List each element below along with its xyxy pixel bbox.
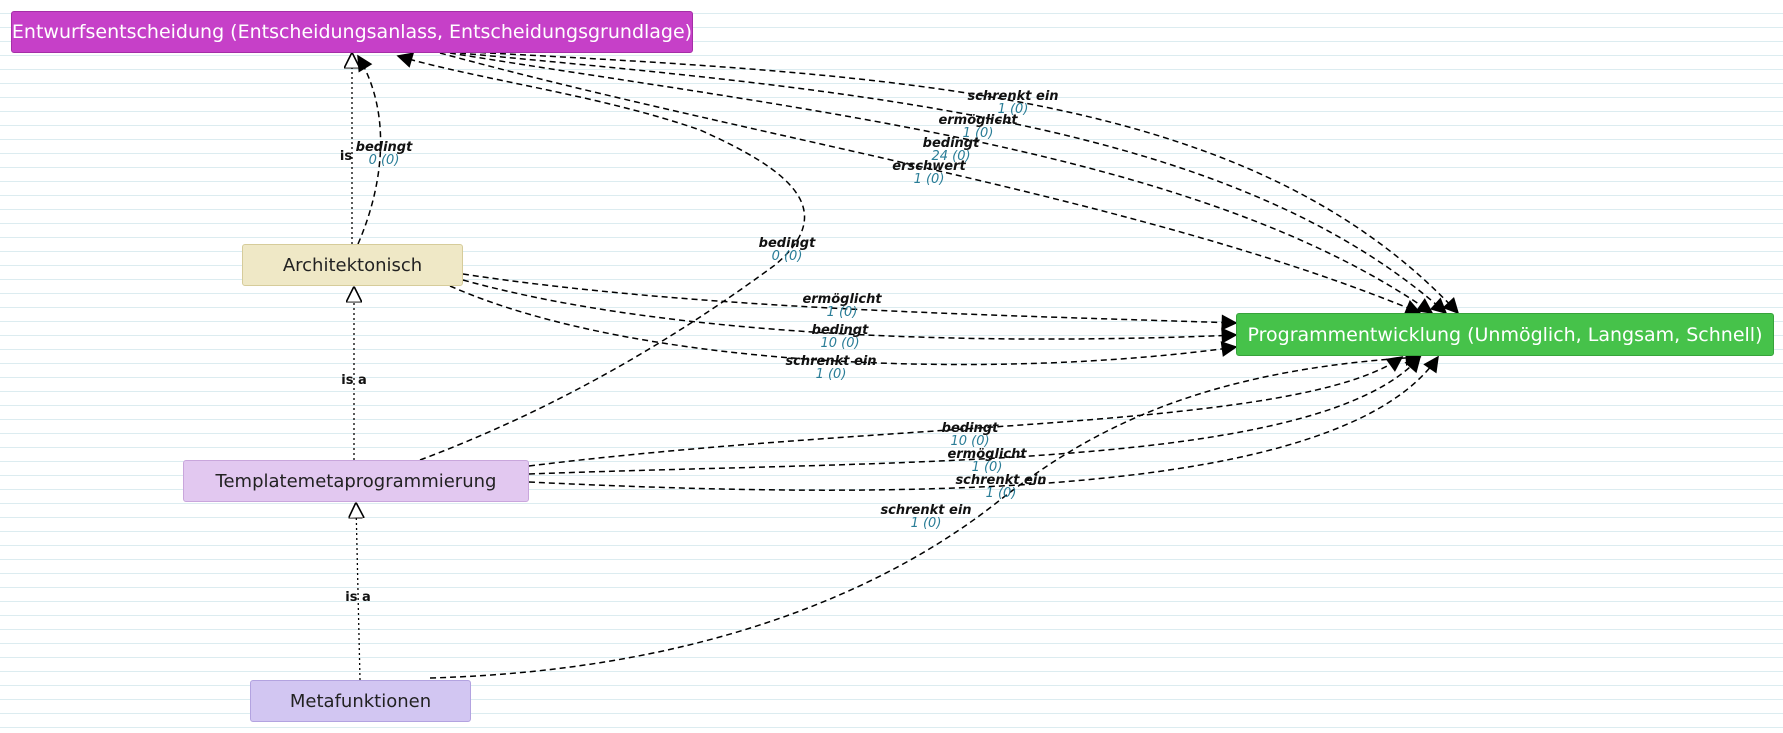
isa-label-arch-entwurf: is xyxy=(339,149,353,164)
edge-label-arch-programm-schrenkt[interactable]: schrenkt ein 1 (0) xyxy=(785,355,876,381)
edge-entwurf-programm-erschwert[interactable] xyxy=(439,52,1422,315)
edge-count-label: 10 (0) xyxy=(820,336,860,351)
edge-tmp-programm-bedingt[interactable] xyxy=(528,356,1404,467)
edge-type-label: bedingt xyxy=(758,236,816,251)
edge-type-label: ermöglicht xyxy=(947,447,1027,462)
edge-type-label: schrenkt ein xyxy=(785,354,877,369)
edge-label-arch-programm-ermoeglicht[interactable]: ermöglicht 1 (0) xyxy=(802,293,881,319)
edge-type-label: schrenkt ein xyxy=(967,89,1059,104)
edge-count-label: 1 (0) xyxy=(985,486,1017,501)
edge-count-label: 1 (0) xyxy=(815,367,847,382)
edge-type-label: ermöglicht xyxy=(938,113,1018,128)
edge-label-arch-programm-bedingt[interactable]: bedingt 10 (0) xyxy=(812,324,869,350)
edge-tmp-programm-schrenkt[interactable] xyxy=(528,355,1439,491)
edge-label-arch-entwurf-bedingt[interactable]: bedingt 0 (0) xyxy=(356,141,413,167)
edge-count-label: 0 (0) xyxy=(368,153,400,168)
edge-type-label: erschwert xyxy=(892,159,966,174)
edge-count-label: 0 (0) xyxy=(771,249,803,264)
edge-arch-programm-schrenkt[interactable] xyxy=(449,285,1238,366)
edge-label-tmp-programm-bedingt[interactable]: bedingt 10 (0) xyxy=(942,422,999,448)
node-architektonisch[interactable]: Architektonisch xyxy=(242,244,463,286)
edge-type-label: schrenkt ein xyxy=(880,503,972,518)
edge-type-label: schrenkt ein xyxy=(955,473,1047,488)
edge-label-tmp-entwurf-bedingt[interactable]: bedingt 0 (0) xyxy=(759,237,816,263)
edge-count-label: 1 (0) xyxy=(962,126,994,141)
isa-label-meta-tmp: is a xyxy=(345,590,371,605)
edge-meta-programm-schrenkt[interactable] xyxy=(429,349,1422,679)
node-entwurfsentscheidung[interactable]: Entwurfsentscheidung (Entscheidungsanlas… xyxy=(11,11,693,53)
edge-count-label: 24 (0) xyxy=(931,149,971,164)
edge-label-tmp-programm-schrenkt[interactable]: schrenkt ein 1 (0) xyxy=(955,474,1046,500)
edge-type-label: bedingt xyxy=(811,323,869,338)
edge-entwurf-programm-bedingt[interactable] xyxy=(449,52,1434,314)
edge-count-label: 1 (0) xyxy=(997,102,1029,117)
edge-label-tmp-programm-ermoeglicht[interactable]: ermöglicht 1 (0) xyxy=(947,448,1026,474)
edge-tmp-entwurf-bedingt[interactable] xyxy=(396,52,806,461)
edge-arch-programm-ermoeglicht[interactable] xyxy=(462,273,1238,331)
edge-entwurf-programm-schrenkt[interactable] xyxy=(469,51,1460,315)
edge-count-label: 1 (0) xyxy=(971,460,1003,475)
edge-type-label: bedingt xyxy=(922,136,980,151)
edge-isa-meta-tmp[interactable] xyxy=(356,504,360,681)
edge-entwurf-programm-ermoeglicht[interactable] xyxy=(459,52,1448,315)
edge-count-label: 1 (0) xyxy=(826,305,858,320)
edge-label-entwurf-programm-ermoeglicht[interactable]: ermöglicht 1 (0) xyxy=(938,114,1017,140)
node-programmentwicklung[interactable]: Programmentwicklung (Unmöglich, Langsam,… xyxy=(1236,313,1774,356)
edge-count-label: 10 (0) xyxy=(950,434,990,449)
isa-label-tmp-arch: is a xyxy=(341,373,367,388)
edge-count-label: 1 (0) xyxy=(910,516,942,531)
edge-type-label: bedingt xyxy=(355,140,413,155)
edge-arch-programm-bedingt[interactable] xyxy=(462,279,1238,344)
node-metafunktionen[interactable]: Metafunktionen xyxy=(250,680,471,722)
edge-label-entwurf-programm-bedingt[interactable]: bedingt 24 (0) xyxy=(923,137,980,163)
edge-count-label: 1 (0) xyxy=(913,172,945,187)
edge-arch-entwurf-bedingt[interactable] xyxy=(357,54,382,245)
edge-label-meta-programm-schrenkt[interactable]: schrenkt ein 1 (0) xyxy=(880,504,971,530)
edge-label-entwurf-programm-erschwert[interactable]: erschwert 1 (0) xyxy=(892,160,965,186)
node-templatemetaprogrammierung[interactable]: Templatemetaprogrammierung xyxy=(183,460,529,502)
edge-type-label: ermöglicht xyxy=(802,292,882,307)
edge-tmp-programm-ermoeglicht[interactable] xyxy=(528,355,1422,475)
edge-type-label: bedingt xyxy=(941,421,999,436)
edge-label-entwurf-programm-schrenkt[interactable]: schrenkt ein 1 (0) xyxy=(967,90,1058,116)
